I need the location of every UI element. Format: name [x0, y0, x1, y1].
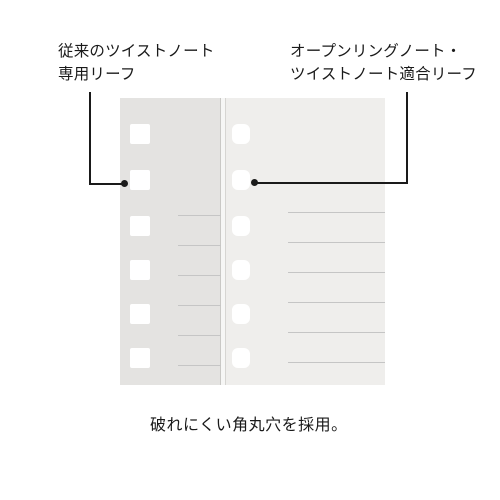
ruled-line — [288, 272, 385, 273]
callout-left-leader-vertical — [89, 92, 91, 184]
callout-right-leader-horizontal — [256, 182, 407, 184]
rounded-hole — [232, 304, 250, 324]
rounded-hole — [232, 170, 250, 190]
rounded-hole — [232, 260, 250, 280]
callout-left-line2: 専用リーフ — [58, 65, 136, 83]
rounded-hole — [232, 348, 250, 368]
ruled-line — [288, 242, 385, 243]
open-ring-compatible-leaf — [225, 98, 385, 385]
callout-left-marker-dot — [121, 180, 128, 187]
callout-right: オープンリングノート・ ツイストノート適合リーフ — [290, 40, 477, 86]
square-hole — [130, 348, 150, 368]
square-hole — [130, 124, 150, 144]
square-hole — [130, 216, 150, 236]
callout-right-line2: ツイストノート適合リーフ — [290, 65, 478, 83]
rounded-hole — [232, 216, 250, 236]
callout-right-marker-dot — [251, 179, 258, 186]
ruled-line — [178, 305, 221, 306]
ruled-line — [288, 212, 385, 213]
ruled-line — [288, 332, 385, 333]
rounded-hole — [232, 124, 250, 144]
ruled-line — [178, 215, 221, 216]
callout-left-leader-horizontal — [89, 183, 125, 185]
callout-right-leader-vertical — [406, 92, 408, 184]
caption: 破れにくい角丸穴を採用。 — [150, 415, 348, 434]
ruled-line — [178, 275, 221, 276]
square-hole — [130, 304, 150, 324]
callout-right-line1: オープンリングノート・ — [290, 42, 462, 60]
ruled-line — [178, 365, 221, 366]
twist-note-leaf — [120, 98, 222, 385]
square-hole — [130, 170, 150, 190]
callout-left: 従来のツイストノート 専用リーフ — [58, 40, 215, 86]
ruled-line — [288, 362, 385, 363]
sheet-edge-divider — [221, 98, 225, 385]
ruled-line — [178, 335, 221, 336]
ruled-line — [288, 302, 385, 303]
callout-left-line1: 従来のツイストノート — [58, 42, 215, 60]
ruled-line — [178, 245, 221, 246]
square-hole — [130, 260, 150, 280]
